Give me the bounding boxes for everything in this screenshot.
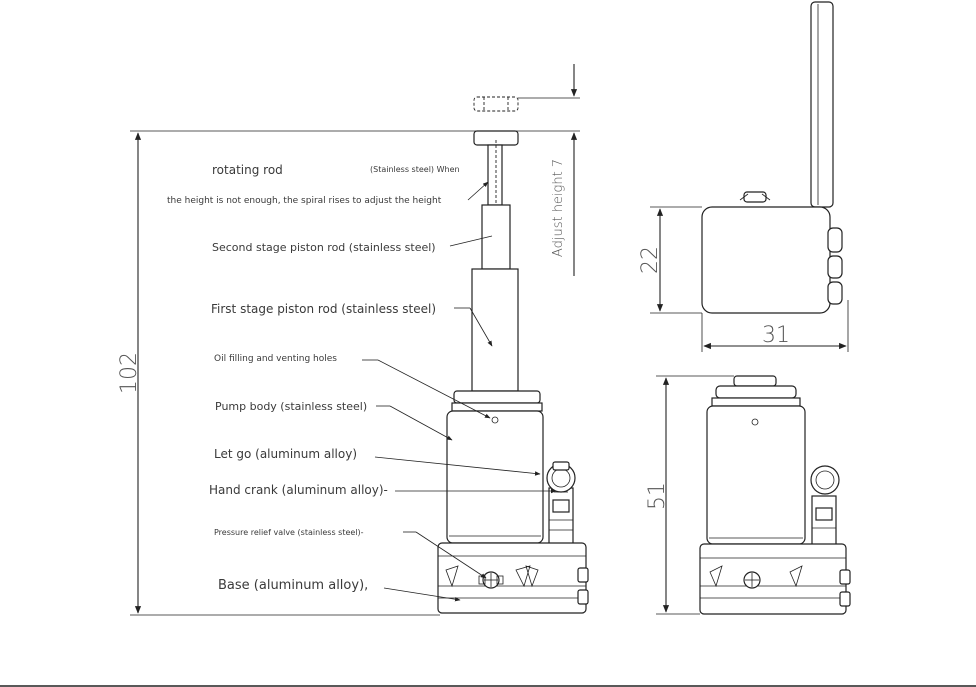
adjust-height-label: Adjust height 7 <box>551 159 566 257</box>
label-second-stage: Second stage piston rod (stainless steel… <box>212 241 436 254</box>
dimension-adjust <box>518 64 580 276</box>
side-view <box>656 375 851 615</box>
label-oil-filling: Oil filling and venting holes <box>214 354 337 364</box>
label-first-stage: First stage piston rod (stainless steel) <box>211 302 436 316</box>
label-hand-crank: Hand crank (aluminum alloy)- <box>209 483 388 497</box>
dim-side-height-label: 51 <box>645 482 670 510</box>
leader-lines <box>362 181 557 602</box>
top-right-view <box>650 1 849 352</box>
label-rotating-note-1: (Stainless steel) When <box>370 165 460 174</box>
label-pump-body: Pump body (stainless steel) <box>215 400 367 413</box>
label-base: Base (aluminum alloy), <box>218 578 368 593</box>
dimension-102 <box>130 130 580 616</box>
label-let-go: Let go (aluminum alloy) <box>214 447 357 461</box>
main-jack-view <box>437 96 589 614</box>
label-pressure-relief: Pressure relief valve (stainless steel)- <box>214 528 364 537</box>
dim-top-height-label: 22 <box>638 246 663 274</box>
label-rotating-rod: rotating rod <box>212 163 283 177</box>
dim-total-height-label: 102 <box>117 352 142 394</box>
label-rotating-note-2: the height is not enough, the spiral ris… <box>167 196 442 206</box>
dim-top-width-label: 31 <box>762 323 790 348</box>
